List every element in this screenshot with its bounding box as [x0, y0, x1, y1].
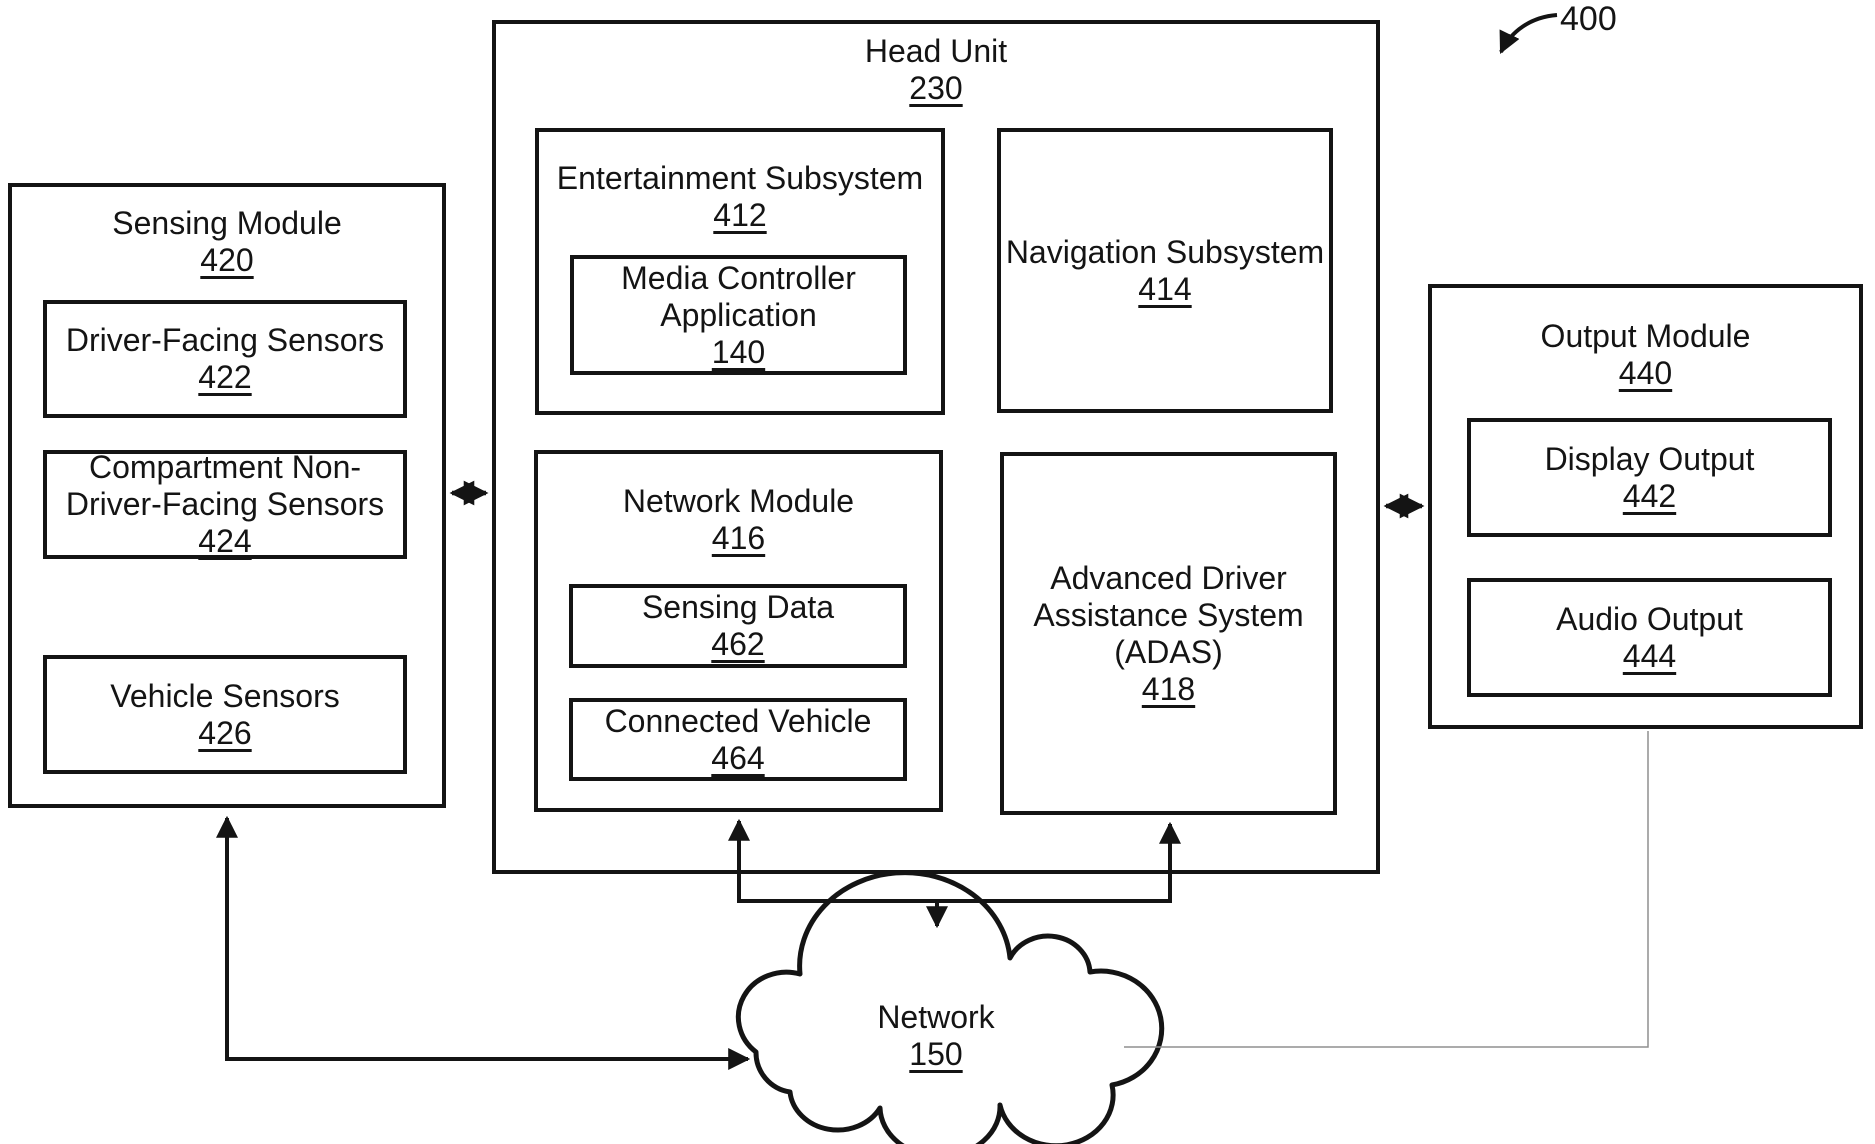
connected-vehicle-ref: 464: [711, 739, 765, 776]
sensing-module-label: Sensing Module: [112, 205, 342, 241]
network-module-title: Network Module 416: [538, 454, 939, 557]
navigation-subsystem-ref: 414: [1138, 270, 1192, 307]
output-module-title: Output Module 440: [1432, 288, 1859, 392]
media-controller-label-line2: Application: [660, 296, 817, 333]
navigation-subsystem-box: Navigation Subsystem 414: [997, 128, 1333, 413]
sensing-data-label: Sensing Data: [641, 589, 835, 625]
connected-vehicle-box: Connected Vehicle 464: [569, 698, 907, 781]
entertainment-subsystem-ref: 412: [713, 197, 767, 233]
driver-facing-sensors-ref: 422: [198, 359, 252, 395]
network-cloud-ref: 150: [909, 1036, 963, 1072]
adas-label-line1: Advanced Driver: [1050, 559, 1287, 596]
audio-output-label: Audio Output: [1556, 600, 1743, 637]
sensing-module-ref: 420: [200, 242, 254, 278]
sensing-module-title: Sensing Module 420: [12, 187, 442, 279]
driver-facing-sensors-label: Driver-Facing Sensors: [65, 322, 385, 358]
audio-output-ref: 444: [1622, 637, 1677, 674]
adas-ref: 418: [1141, 670, 1196, 707]
display-output-ref: 442: [1622, 477, 1677, 514]
navigation-subsystem-label: Navigation Subsystem: [1005, 233, 1325, 270]
display-output-box: Display Output 442: [1467, 418, 1832, 537]
output-module-label: Output Module: [1540, 318, 1751, 354]
compartment-sensors-label-line1: Compartment Non-: [88, 449, 362, 485]
sensing-data-box: Sensing Data 462: [569, 584, 907, 668]
entertainment-subsystem-title: Entertainment Subsystem 412: [539, 132, 941, 234]
head-unit-label: Head Unit: [864, 33, 1008, 69]
network-module-ref: 416: [711, 520, 766, 556]
entertainment-subsystem-box: Entertainment Subsystem 412 Media Contro…: [535, 128, 945, 415]
network-cloud-label: Network: [877, 999, 995, 1035]
compartment-sensors-box: Compartment Non- Driver-Facing Sensors 4…: [43, 449, 407, 559]
compartment-sensors-label-line2: Driver-Facing Sensors: [65, 486, 385, 522]
output-module-box: Output Module 440 Display Output 442 Aud…: [1428, 284, 1863, 729]
head-unit-box: Head Unit 230 Entertainment Subsystem 41…: [492, 20, 1380, 874]
head-unit-ref: 230: [909, 70, 963, 106]
entertainment-subsystem-label: Entertainment Subsystem: [556, 160, 924, 196]
adas-label-line3: (ADAS): [1114, 633, 1223, 670]
vehicle-sensors-label: Vehicle Sensors: [110, 677, 340, 714]
sensing-data-ref: 462: [711, 626, 765, 662]
media-controller-ref: 140: [711, 333, 766, 370]
compartment-sensors-ref: 424: [198, 523, 252, 559]
network-module-label: Network Module: [622, 483, 855, 519]
vehicle-sensors-box: Vehicle Sensors 426: [43, 655, 407, 774]
network-module-box: Network Module 416 Sensing Data 462 Conn…: [534, 450, 943, 812]
connected-vehicle-label: Connected Vehicle: [604, 702, 872, 739]
driver-facing-sensors-box: Driver-Facing Sensors 422: [43, 300, 407, 418]
output-module-ref: 440: [1618, 355, 1673, 391]
network-cloud-label-block: Network 150: [816, 999, 1056, 1073]
display-output-label: Display Output: [1544, 440, 1755, 477]
figure-ref-arrow: [1499, 13, 1558, 54]
audio-output-box: Audio Output 444: [1467, 578, 1832, 697]
vehicle-sensors-ref: 426: [198, 714, 252, 751]
figure-ref-label: 400: [1560, 0, 1617, 38]
sensing-module-box: Sensing Module 420 Driver-Facing Sensors…: [8, 183, 446, 808]
head-unit-title: Head Unit 230: [496, 24, 1376, 107]
media-controller-label-line1: Media Controller: [621, 259, 856, 296]
media-controller-application-box: Media Controller Application 140: [570, 255, 907, 375]
adas-box: Advanced Driver Assistance System (ADAS)…: [1000, 452, 1337, 815]
adas-label-line2: Assistance System: [1033, 596, 1304, 633]
